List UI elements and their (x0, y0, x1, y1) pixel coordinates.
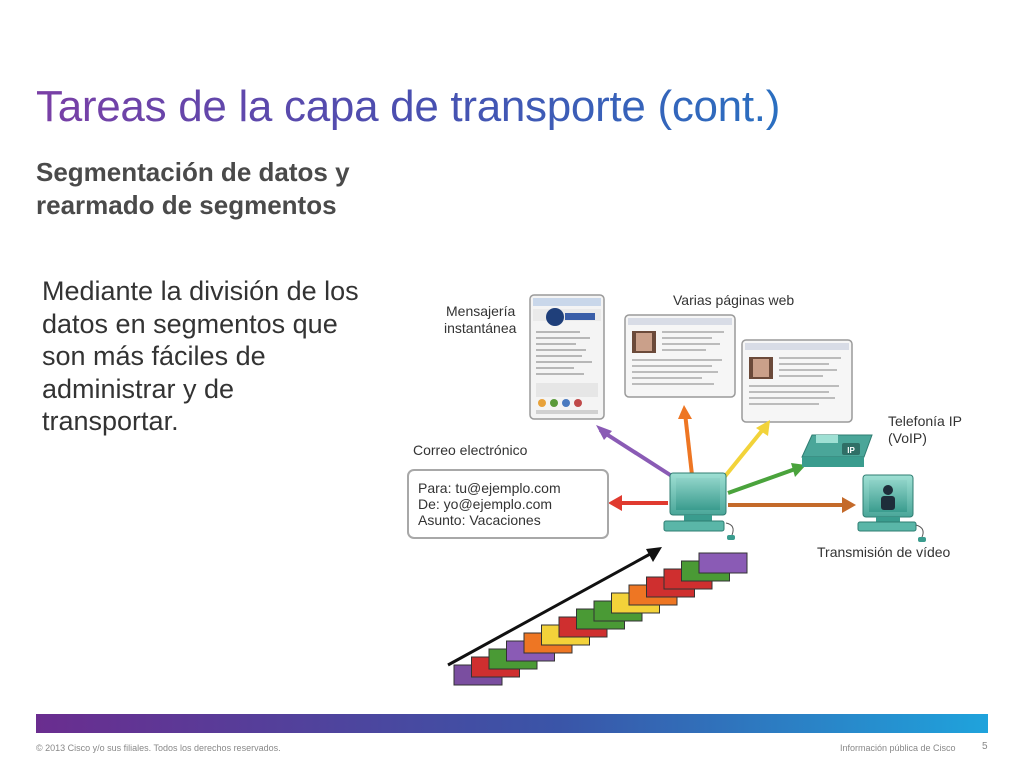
data-segment (698, 552, 748, 574)
email-line: Asunto: Vacaciones (418, 512, 541, 528)
label-video: Transmisión de vídeo (817, 544, 951, 560)
label-web: Varias páginas web (673, 292, 794, 308)
slide-title: Tareas de la capa de transporte (cont.) (36, 82, 781, 131)
footer-bar (36, 714, 988, 733)
page-number: 5 (982, 741, 988, 752)
arrowhead-im (596, 425, 612, 440)
video-monitor-icon (857, 474, 926, 542)
arrowhead-web1 (678, 405, 692, 419)
email-line: De: yo@ejemplo.com (418, 496, 552, 512)
label-im-line1: Mensajería (446, 303, 515, 319)
ip-phone-icon: IP (801, 434, 873, 467)
data-segments (453, 552, 748, 686)
arrow-im (598, 428, 680, 482)
arrow-web2 (720, 425, 767, 482)
segments-arrow (447, 551, 653, 667)
web-page-1 (624, 314, 736, 398)
footer-copyright: © 2013 Cisco y/o sus filiales. Todos los… (36, 743, 281, 753)
label-phone-line2: (VoIP) (888, 430, 927, 446)
arrowhead-email (608, 495, 622, 511)
body-text: Mediante la división de los datos en seg… (42, 276, 359, 436)
segments-arrowhead (646, 547, 662, 562)
email-box: Para: tu@ejemplo.com De: yo@ejemplo.com … (407, 469, 609, 539)
slide-subtitle: Segmentación de datos y rearmado de segm… (36, 157, 350, 220)
arrowhead-video (842, 497, 856, 513)
email-line: Para: tu@ejemplo.com (418, 480, 561, 496)
transport-diagram: IP Para: tu@ejemplo.com De: yo@ejemplo.c… (400, 285, 1000, 695)
data-flow-arrows (596, 405, 856, 513)
arrow-phone (727, 466, 799, 495)
footer-classification: Información pública de Cisco (840, 743, 956, 753)
computer-icon (663, 472, 735, 540)
label-phone-line1: Telefonía IP (888, 413, 962, 429)
arrowhead-web2 (756, 420, 770, 436)
label-email: Correo electrónico (413, 442, 528, 458)
phone-ip-badge: IP (847, 446, 855, 455)
arrow-web1 (683, 412, 694, 476)
label-im-line2: instantánea (444, 320, 517, 336)
web-page-2 (741, 339, 853, 423)
im-window (529, 294, 605, 420)
diagram-svg: IP Para: tu@ejemplo.com De: yo@ejemplo.c… (407, 292, 962, 686)
